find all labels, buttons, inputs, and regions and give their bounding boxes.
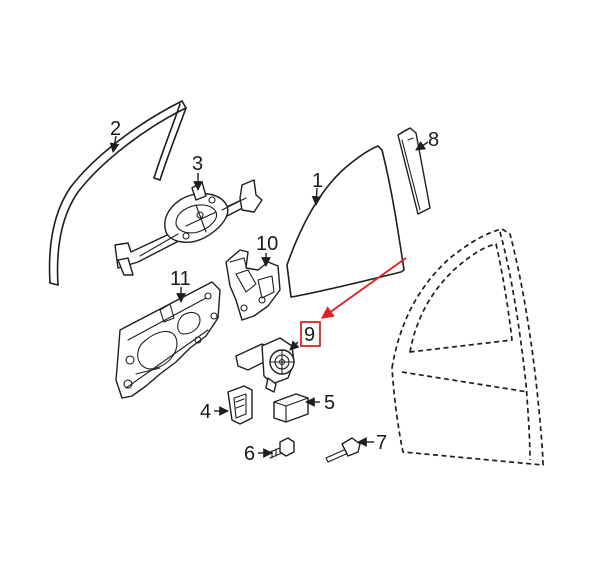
part-1-door-glass	[286, 145, 405, 298]
part-7-bolt	[325, 437, 361, 463]
callout-3[interactable]: 3	[192, 153, 203, 175]
part-9-window-motor	[235, 337, 295, 393]
highlight-callout-9	[300, 257, 407, 347]
leader-lines	[109, 135, 429, 458]
part-5-control-module	[273, 393, 309, 423]
part-6-screw	[269, 437, 295, 459]
callout-2[interactable]: 2	[110, 118, 121, 140]
callout-labels: 1 2 3 4 5 6 7 8 9 10 11	[110, 118, 439, 465]
highlight-box	[300, 321, 321, 347]
door-shell-outline	[391, 228, 544, 466]
callout-9[interactable]: 9	[304, 324, 315, 346]
callout-5[interactable]: 5	[324, 392, 335, 414]
part-10-door-latch	[225, 249, 281, 321]
callout-7[interactable]: 7	[376, 432, 387, 454]
callout-10[interactable]: 10	[256, 233, 278, 255]
highlight-arrow	[320, 257, 407, 319]
callout-1[interactable]: 1	[312, 170, 323, 192]
callout-4[interactable]: 4	[200, 401, 211, 423]
part-2-run-channel	[48, 100, 187, 286]
callout-11[interactable]: 11	[170, 268, 191, 290]
part-4-switch-housing	[227, 385, 253, 425]
part-8-pillar-trim	[397, 127, 431, 215]
callout-6[interactable]: 6	[244, 443, 255, 465]
part-3-window-regulator	[114, 179, 263, 276]
callout-8[interactable]: 8	[428, 129, 439, 151]
part-11-door-module-panel	[115, 281, 221, 399]
